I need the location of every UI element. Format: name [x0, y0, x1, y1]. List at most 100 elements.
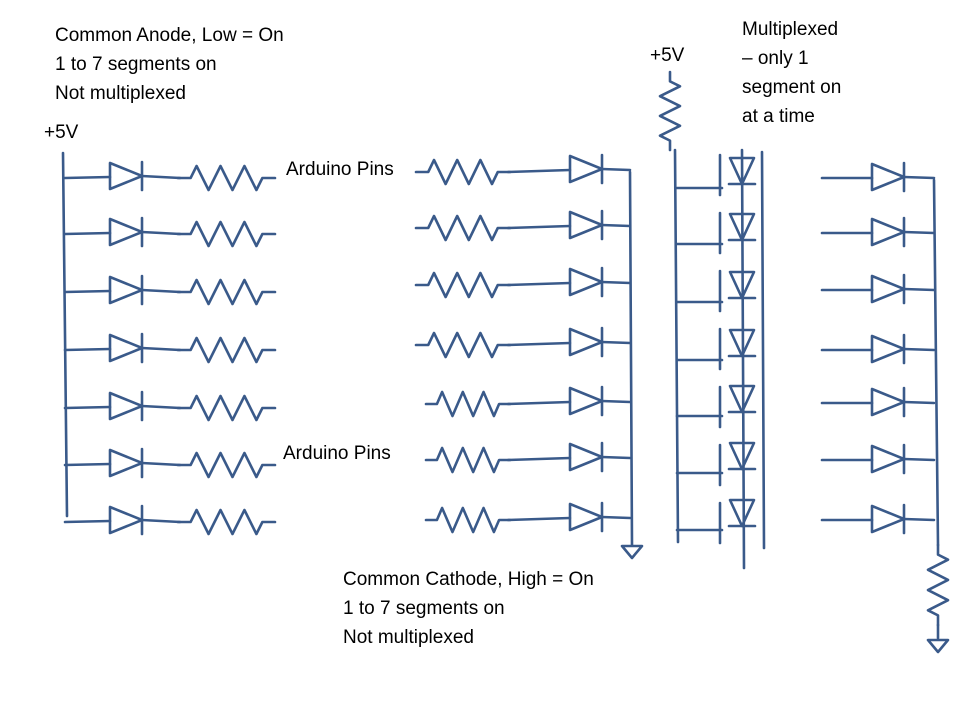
left-supply-label: +5V — [44, 122, 79, 143]
caption-line: 1 to 7 segments on — [55, 54, 217, 75]
led-diode — [108, 217, 144, 247]
wire — [600, 167, 632, 172]
current-resistor — [414, 271, 512, 299]
stacked-diode-column — [760, 150, 766, 550]
wire — [600, 280, 632, 285]
current-resistor — [414, 214, 512, 242]
current-resistor — [176, 278, 277, 306]
caption-line: Common Anode, Low = On — [55, 25, 284, 46]
left-supply-rail — [61, 151, 69, 518]
wire — [140, 518, 182, 524]
caption-line: at a time — [742, 106, 815, 127]
wire — [506, 456, 572, 462]
wire — [140, 288, 182, 294]
wire — [63, 231, 112, 236]
wire — [902, 400, 936, 405]
current-resistor — [424, 390, 512, 418]
common-cathode-caption: Common Cathode, High = On 1 to 7 segment… — [343, 565, 594, 652]
wire — [63, 519, 112, 524]
wire — [140, 174, 182, 180]
caption-line: 1 to 7 segments on — [343, 598, 505, 619]
wire — [902, 175, 936, 180]
wire — [63, 347, 112, 352]
ink-layer — [61, 70, 950, 654]
supply-resistor — [658, 70, 682, 152]
multiplexed-caption: Multiplexed – only 1 segment on at a tim… — [742, 15, 841, 131]
wire — [506, 516, 572, 522]
led-diode — [870, 334, 906, 364]
led-diode — [870, 387, 906, 417]
wire — [140, 230, 182, 236]
wire — [902, 517, 936, 522]
led-diode — [870, 274, 906, 304]
led-diode — [568, 327, 604, 357]
wire — [902, 457, 936, 462]
led-diode — [108, 448, 144, 478]
stacked-diode — [728, 498, 756, 528]
led-diode — [870, 444, 906, 474]
wire — [506, 400, 572, 406]
led-diode — [108, 333, 144, 363]
led-diode — [870, 217, 906, 247]
wire — [600, 515, 632, 520]
led-diode — [870, 162, 906, 192]
wire — [140, 461, 182, 467]
right-cathode-rail — [932, 178, 940, 547]
caption-line: Not multiplexed — [343, 627, 474, 648]
wire — [63, 175, 112, 180]
wire — [140, 346, 182, 352]
led-diode — [568, 386, 604, 416]
caption-line: segment on — [742, 77, 842, 98]
wire — [140, 404, 182, 410]
wire — [63, 405, 112, 410]
wire — [63, 462, 112, 467]
wire — [506, 341, 572, 347]
wire — [902, 230, 936, 235]
wire — [506, 168, 572, 174]
wire — [506, 281, 572, 287]
led-diode — [568, 442, 604, 472]
wire — [600, 399, 632, 404]
right-supply-label: +5V — [650, 45, 685, 66]
current-resistor — [424, 446, 512, 474]
common-anode-caption: Common Anode, Low = On 1 to 7 segments o… — [55, 21, 284, 108]
wire — [600, 223, 632, 228]
caption-line: Multiplexed — [742, 19, 839, 40]
led-diode — [568, 502, 604, 532]
caption-line: Not multiplexed — [55, 83, 186, 104]
current-resistor — [176, 220, 277, 248]
middle-ground — [620, 544, 644, 560]
led-diode — [568, 210, 604, 240]
middle-cathode-rail — [628, 170, 634, 547]
arduino-pins-label-top: Arduino Pins — [286, 159, 394, 180]
sink-resistor — [926, 543, 950, 627]
current-resistor — [176, 164, 277, 192]
stacked-diode-column — [740, 148, 746, 570]
wire — [63, 289, 112, 294]
led-diode — [870, 504, 906, 534]
led-diode — [568, 267, 604, 297]
led-diode — [108, 161, 144, 191]
current-resistor — [424, 506, 512, 534]
wire — [600, 340, 632, 345]
right-supply-rail — [673, 148, 680, 544]
led-diode — [108, 275, 144, 305]
current-resistor — [176, 508, 277, 536]
caption-line: – only 1 — [742, 48, 809, 69]
current-resistor — [414, 158, 512, 186]
stacked-diode — [728, 441, 756, 471]
wire — [506, 224, 572, 230]
led-diode — [568, 154, 604, 184]
wire — [902, 347, 936, 352]
led-diode — [108, 391, 144, 421]
caption-line: Common Cathode, High = On — [343, 569, 594, 590]
arduino-pins-label-bottom: Arduino Pins — [283, 443, 391, 464]
current-resistor — [414, 331, 512, 359]
led-diode — [108, 505, 144, 535]
current-resistor — [176, 394, 277, 422]
right-ground — [926, 638, 950, 654]
wire — [902, 287, 936, 292]
wire — [600, 455, 632, 460]
current-resistor — [176, 451, 277, 479]
